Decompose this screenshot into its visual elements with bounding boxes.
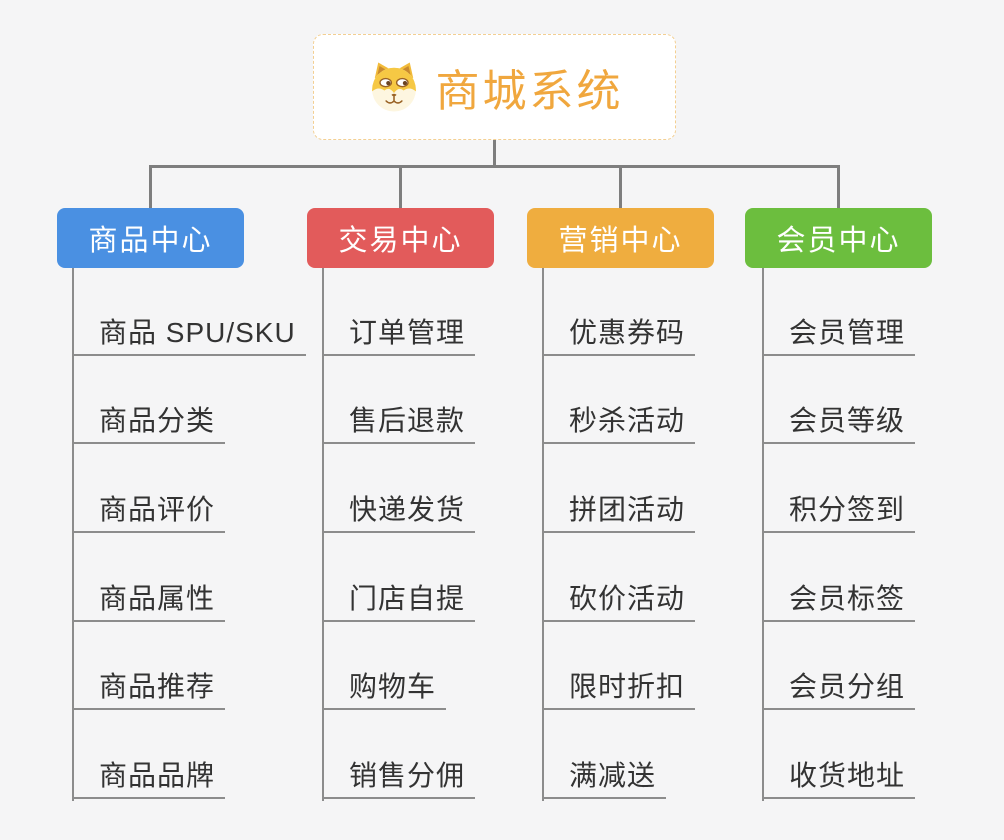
branch-children-1: 商品 SPU/SKU 商品分类商品评价商品属性商品推荐商品品牌 (72, 267, 306, 800)
branch-header-label: 会员中心 (776, 225, 901, 257)
child-node[interactable]: 满减送 (542, 710, 667, 800)
branch-children-2: 订单管理售后退款快递发货门店自提购物车销售分佣 (322, 267, 476, 800)
child-node-label: 积分签到 (789, 493, 906, 525)
child-node[interactable]: 会员分组 (762, 622, 916, 711)
child-node[interactable]: 砍价活动 (542, 533, 696, 622)
child-node[interactable]: 秒杀活动 (542, 356, 696, 445)
branch-header-label: 交易中心 (338, 225, 463, 257)
child-node[interactable]: 优惠券码 (542, 267, 696, 356)
branch-trunk (542, 268, 544, 801)
branch-children-3: 优惠券码秒杀活动拼团活动砍价活动限时折扣满减送 (542, 267, 696, 800)
connector-branch-drop (619, 165, 622, 208)
root-node[interactable]: 商城系统 (313, 34, 676, 140)
child-node[interactable]: 快递发货 (322, 444, 476, 534)
child-node[interactable]: 门店自提 (322, 533, 476, 622)
child-node[interactable]: 收货地址 (762, 710, 916, 800)
child-node-label: 拼团活动 (569, 493, 686, 525)
child-node-label: 会员分组 (789, 671, 906, 703)
connector-branch-drop (149, 165, 152, 208)
child-node[interactable]: 购物车 (322, 622, 447, 711)
child-node-label: 门店自提 (349, 582, 466, 614)
child-node[interactable]: 会员等级 (762, 356, 916, 445)
branch-trunk (72, 268, 74, 801)
child-node[interactable]: 销售分佣 (322, 710, 476, 800)
child-node-label: 快递发货 (349, 493, 466, 525)
child-node-label: 销售分佣 (349, 759, 466, 791)
connector-root-trunk (492, 140, 496, 168)
child-node-label: 会员标签 (789, 582, 906, 614)
connector-branch-drop (837, 165, 840, 208)
child-node[interactable]: 商品 SPU/SKU (72, 267, 306, 356)
child-node[interactable]: 售后退款 (322, 356, 476, 445)
child-node-label: 购物车 (349, 671, 437, 703)
branch-header-1[interactable]: 商品中心 (57, 208, 244, 268)
branch-header-2[interactable]: 交易中心 (307, 208, 494, 268)
child-node[interactable]: 积分签到 (762, 444, 916, 534)
branch-trunk (762, 268, 764, 801)
child-node-label: 商品推荐 (99, 671, 216, 703)
child-node-label: 限时折扣 (569, 671, 686, 703)
child-node[interactable]: 商品属性 (72, 533, 226, 622)
child-node-label: 满减送 (569, 759, 657, 791)
dog-face-icon (371, 62, 416, 112)
branch-children-4: 会员管理会员等级积分签到会员标签会员分组收货地址 (762, 267, 916, 800)
child-node-label: 秒杀活动 (569, 405, 686, 437)
branch-trunk (322, 268, 324, 801)
child-node[interactable]: 限时折扣 (542, 622, 696, 711)
child-node[interactable]: 商品评价 (72, 444, 226, 534)
child-node[interactable]: 商品分类 (72, 356, 226, 445)
root-title: 商城系统 (435, 67, 624, 116)
child-node[interactable]: 商品品牌 (72, 710, 226, 800)
child-node-label: 会员等级 (789, 405, 906, 437)
connector-branch-drop (399, 165, 402, 208)
child-node-label: 商品 SPU/SKU (99, 316, 296, 348)
child-node-label: 商品评价 (99, 493, 216, 525)
child-node-label: 售后退款 (349, 405, 466, 437)
child-node-label: 商品分类 (99, 405, 216, 437)
child-node-label: 优惠券码 (569, 316, 686, 348)
connector-horizontal-rail (149, 165, 840, 168)
branch-header-4[interactable]: 会员中心 (745, 208, 932, 268)
branch-header-3[interactable]: 营销中心 (527, 208, 714, 268)
child-node[interactable]: 会员标签 (762, 533, 916, 622)
child-node-label: 商品属性 (99, 582, 216, 614)
child-node[interactable]: 会员管理 (762, 267, 916, 356)
child-node[interactable]: 拼团活动 (542, 444, 696, 534)
child-node[interactable]: 订单管理 (322, 267, 476, 356)
child-node-label: 会员管理 (789, 316, 906, 348)
child-node-label: 订单管理 (349, 316, 466, 348)
child-node-label: 商品品牌 (99, 759, 216, 791)
child-node-label: 砍价活动 (569, 582, 686, 614)
child-node[interactable]: 商品推荐 (72, 622, 226, 711)
branch-header-label: 营销中心 (558, 225, 683, 257)
branch-header-label: 商品中心 (88, 225, 213, 257)
child-node-label: 收货地址 (789, 759, 906, 791)
